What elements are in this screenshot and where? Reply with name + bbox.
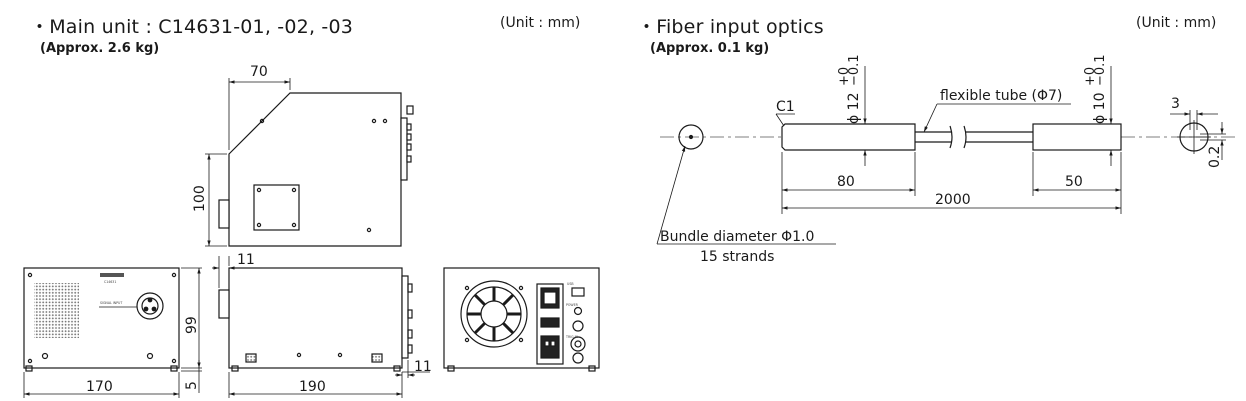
- dim-170-label: 170: [86, 379, 113, 395]
- rear-trig-in-label: TRIG IN: [565, 335, 579, 339]
- main-unit-unit: (Unit : mm): [500, 15, 581, 31]
- fiber-end-circle-right: [1177, 120, 1211, 154]
- dim-3-label: 3: [1171, 96, 1180, 112]
- dim-80-label: 80: [837, 174, 855, 190]
- dim-11-right: [395, 360, 430, 378]
- fiber-title: ・Fiber input optics: [637, 16, 824, 38]
- dia-right-label: ϕ 10: [1092, 93, 1108, 125]
- dim-02: [1200, 122, 1226, 160]
- tube-label: flexible tube (Φ7): [940, 88, 1062, 104]
- dim-3: [1170, 110, 1218, 130]
- dim-2000-label: 2000: [935, 192, 971, 208]
- rear-view: [443, 267, 600, 372]
- main-unit-weight: (Approx. 2.6 kg): [40, 41, 160, 56]
- main-unit-title: ・Main unit : C14631-01, -02, -03: [30, 16, 354, 38]
- dim-5-label: 5: [184, 381, 200, 390]
- chamfer-label: C1: [776, 99, 795, 115]
- dim-11-top-label: 11: [237, 252, 255, 268]
- bundle-line2: 15 strands: [700, 249, 774, 265]
- side-view: [218, 92, 414, 247]
- dia-right-tol2-label: −0.1: [1093, 54, 1108, 86]
- dim-50: [1032, 152, 1122, 214]
- fiber-end-circle-left: [678, 124, 704, 150]
- dim-100-label: 100: [192, 185, 208, 212]
- fiber-weight: (Approx. 0.1 kg): [650, 41, 770, 56]
- front-signal-label: SIGNAL INPUT: [100, 301, 122, 305]
- dim-80: [781, 152, 916, 214]
- dim-11-right-label: 11: [414, 359, 432, 375]
- dim-99-label: 99: [184, 316, 200, 334]
- fiber-ferrule-left: [781, 123, 916, 151]
- dia-left-label: ϕ 12: [846, 93, 862, 125]
- dia-left-tol2-label: −0.1: [847, 54, 862, 86]
- dim-190: [228, 372, 403, 398]
- rear-usb-label: USB: [567, 282, 574, 286]
- front-view: [23, 267, 180, 372]
- fiber-ferrule-right: [1032, 123, 1122, 151]
- front-model-label: C14631: [104, 280, 116, 284]
- dim-5: [181, 360, 202, 393]
- dim-70-label: 70: [250, 64, 268, 80]
- dim-100: [205, 153, 227, 247]
- dia-right-tol-label: +0: [1083, 67, 1098, 86]
- bundle-line1: Bundle diameter Φ1.0: [660, 229, 814, 245]
- dim-02-label: 0.2: [1207, 146, 1223, 168]
- dim-99: [181, 267, 202, 369]
- dim-50-label: 50: [1065, 174, 1083, 190]
- dim-170: [23, 372, 180, 398]
- fiber-leaders: [656, 66, 1113, 245]
- fiber-tube: [915, 125, 1033, 149]
- dim-70: [228, 78, 291, 150]
- dim-190-label: 190: [299, 379, 326, 395]
- side-view-bottom: [218, 267, 413, 372]
- rear-power-label: POWER: [566, 303, 579, 307]
- dia-left-tol-label: +0: [837, 67, 852, 86]
- fiber-unit: (Unit : mm): [1136, 15, 1217, 31]
- dim-11-top: [212, 256, 262, 288]
